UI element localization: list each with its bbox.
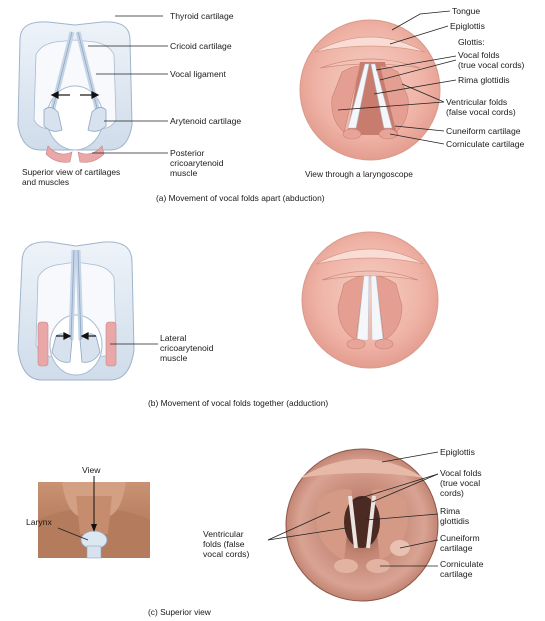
person-illustration [38,476,150,559]
label-cuneiform-cartilage: Cuneiform cartilage [446,126,521,136]
caption-panel-c: (c) Superior view [148,607,212,617]
laryngoscope-view-b [301,231,439,369]
label-posterior-3: muscle [170,168,197,178]
laryngoscope-view-a [299,19,441,161]
label-vocal-folds-2: (true vocal cords) [458,60,525,70]
label-lateral-1: Lateral [160,333,186,343]
label-thyroid-cartilage: Thyroid cartilage [170,11,234,21]
label-c-vocal-1: Vocal folds [440,468,482,478]
label-vocal-folds-1: Vocal folds [458,50,500,60]
label-glottis: Glottis: [458,37,485,47]
label-c-ventricular-3: vocal cords) [203,549,249,559]
label-c-corniculate-1: Corniculate [440,559,484,569]
caption-panel-b: (b) Movement of vocal folds together (ad… [148,398,328,408]
caption-panel-a: (a) Movement of vocal folds apart (abduc… [156,193,325,203]
panel-c: View Larynx Ventricular folds (false voc… [26,447,484,617]
caption-superior-view-2: and muscles [22,177,69,187]
label-cricoid-cartilage: Cricoid cartilage [170,41,232,51]
label-vocal-ligament: Vocal ligament [170,69,227,79]
abduction-arrows [50,91,100,99]
panel-b: Lateral cricoarytenoid muscle (b) Moveme… [17,231,439,408]
label-lateral-2: cricoarytenoid [160,343,214,353]
label-c-ventricular-2: folds (false [203,539,245,549]
panel-a: Thyroid cartilage Cricoid cartilage Voca… [17,6,525,203]
cartilage-illustration-a [17,21,133,163]
label-ventricular-folds-1: Ventricular folds [446,97,507,107]
caption-superior-view-1: Superior view of cartilages [22,167,120,177]
label-corniculate-cartilage: Corniculate cartilage [446,139,525,149]
label-tongue: Tongue [452,6,480,16]
label-rima-glottidis: Rima glottidis [458,75,510,85]
adduction-arrows [56,332,96,340]
label-c-ventricular-1: Ventricular [203,529,244,539]
label-c-vocal-2: (true vocal [440,478,480,488]
label-c-cuneiform-2: cartilage [440,543,473,553]
label-c-rima-2: glottidis [440,516,469,526]
label-arytenoid-cartilage: Arytenoid cartilage [170,116,241,126]
label-view: View [82,465,101,475]
caption-laryngoscope: View through a laryngoscope [305,169,413,179]
label-larynx: Larynx [26,517,52,527]
label-ventricular-folds-2: (false vocal cords) [446,107,516,117]
cartilage-illustration-b [17,241,135,381]
label-c-corniculate-2: cartilage [440,569,473,579]
label-c-rima-1: Rima [440,506,460,516]
label-lateral-3: muscle [160,353,187,363]
label-c-cuneiform-1: Cuneiform [440,533,480,543]
label-c-vocal-3: cords) [440,488,464,498]
label-posterior-2: cricoarytenoid [170,158,224,168]
label-c-epiglottis: Epiglottis [440,447,475,457]
superior-view-photo [285,448,439,602]
label-posterior-1: Posterior [170,148,205,158]
label-epiglottis: Epiglottis [450,21,485,31]
